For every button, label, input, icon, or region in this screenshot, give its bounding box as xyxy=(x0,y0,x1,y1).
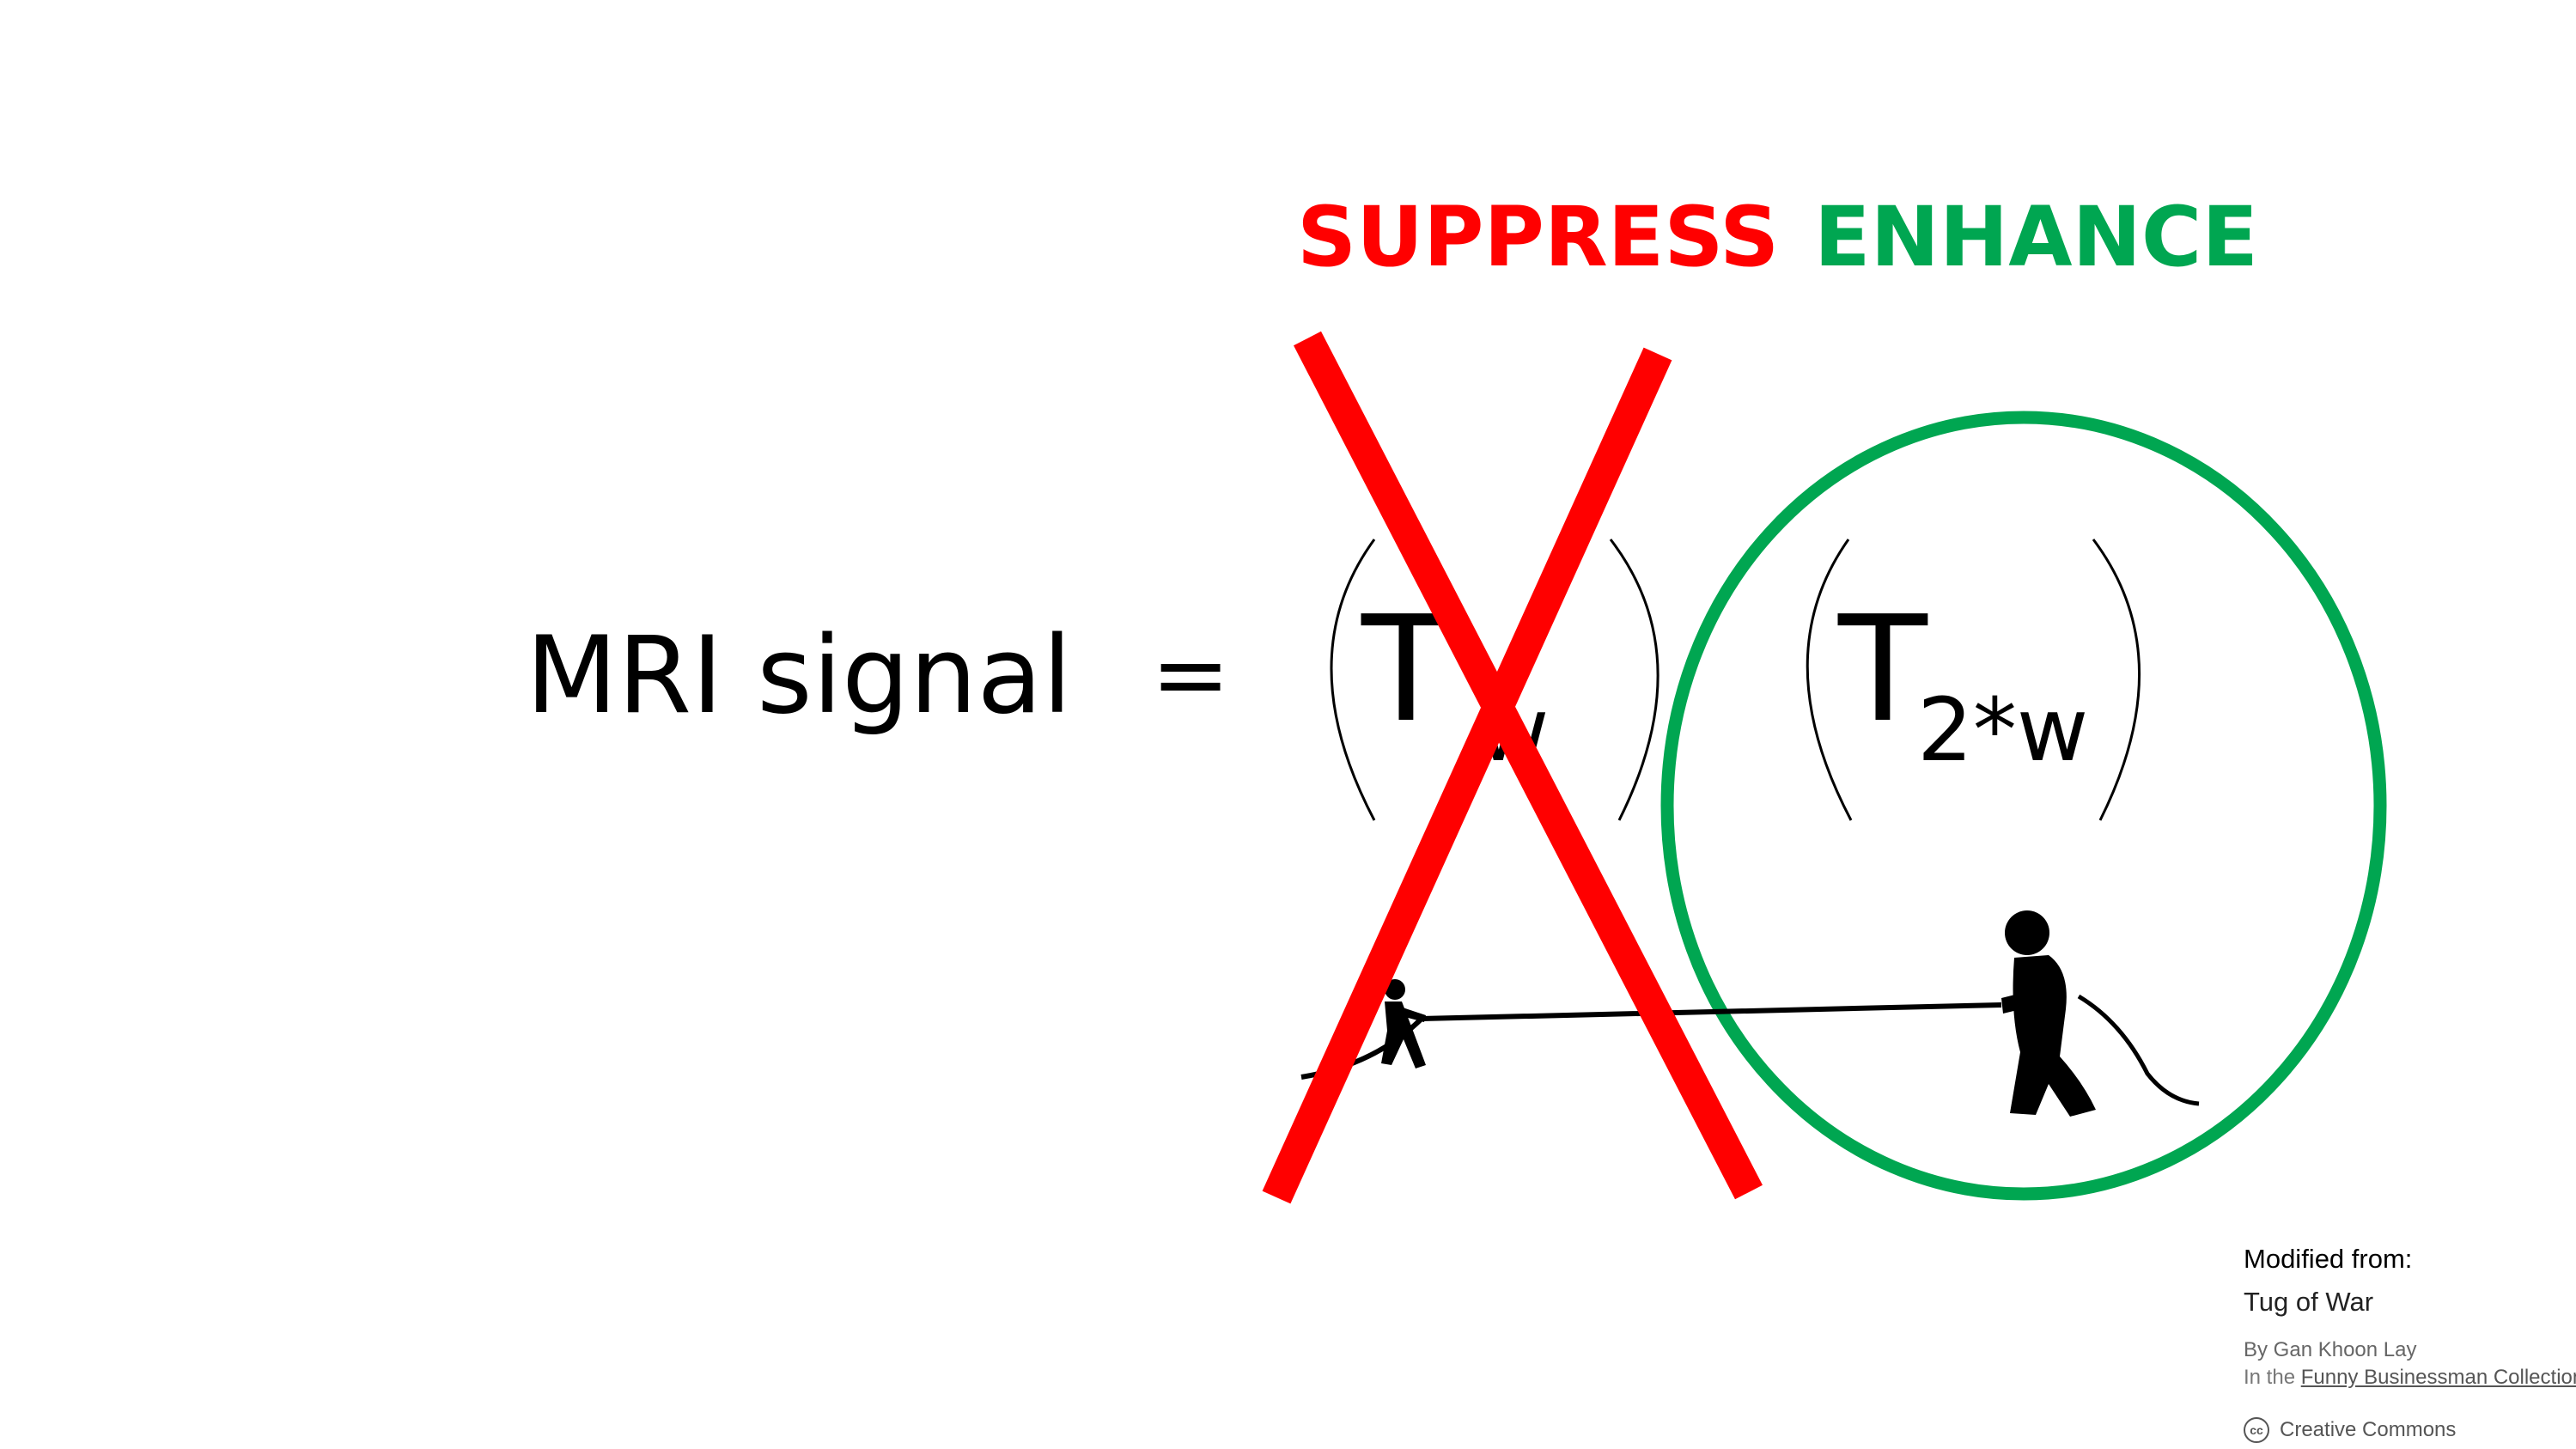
left-paren-term1 xyxy=(1330,539,1376,821)
credit-heading: Modified from: xyxy=(2244,1244,2413,1274)
red-x-icon xyxy=(1262,331,1763,1204)
license-row: cc Creative Commons xyxy=(2244,1417,2456,1443)
rope-tail xyxy=(2077,994,2200,1106)
collection-link[interactable]: Funny Businessman Collection xyxy=(2300,1366,2576,1389)
t2star-term-base: T xyxy=(1838,585,1927,755)
enhance-label: ENHANCE xyxy=(1814,189,2258,285)
suppress-label: SUPPRESS xyxy=(1297,189,1780,285)
left-paren-term2 xyxy=(1806,539,1853,821)
license-text: Creative Commons xyxy=(2280,1418,2457,1441)
small-person-pulling-icon xyxy=(1381,979,1426,1068)
t1-term-base: T xyxy=(1361,585,1451,755)
credit-collection: In the Funny Businessman Collection xyxy=(2244,1366,2576,1390)
t2star-term-subscript: 2*w xyxy=(1917,679,2089,782)
equals-sign: = xyxy=(1151,619,1231,729)
credit-collection-prefix: In the xyxy=(2244,1366,2301,1389)
mri-signal-text: MRI signal xyxy=(526,614,1072,738)
right-paren-term2 xyxy=(2092,539,2141,821)
right-paren-term1 xyxy=(1609,539,1659,821)
green-circle-icon xyxy=(1660,411,2387,1201)
creative-commons-icon: cc xyxy=(2244,1417,2269,1443)
credit-author: By Gan Khoon Lay xyxy=(2244,1338,2417,1361)
large-person-pulling-icon xyxy=(2001,910,2096,1117)
credit-title: Tug of War xyxy=(2244,1287,2374,1317)
